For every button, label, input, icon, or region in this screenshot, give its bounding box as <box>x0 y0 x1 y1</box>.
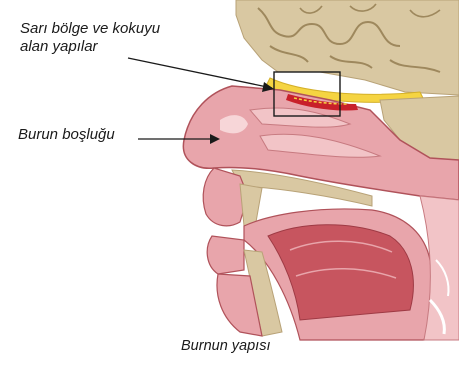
lower-lip <box>207 236 244 274</box>
label-nasal-cavity: Burun boşluğu <box>18 126 115 143</box>
figure-caption: Burnun yapısı <box>181 338 270 355</box>
upper-incisor <box>240 184 262 226</box>
arrow-olfactory <box>128 58 274 92</box>
label-olfactory-structures-line1: Sarı bölge ve kokuyu <box>20 20 160 37</box>
label-olfactory-structures-line2: alan yapılar <box>20 38 98 55</box>
